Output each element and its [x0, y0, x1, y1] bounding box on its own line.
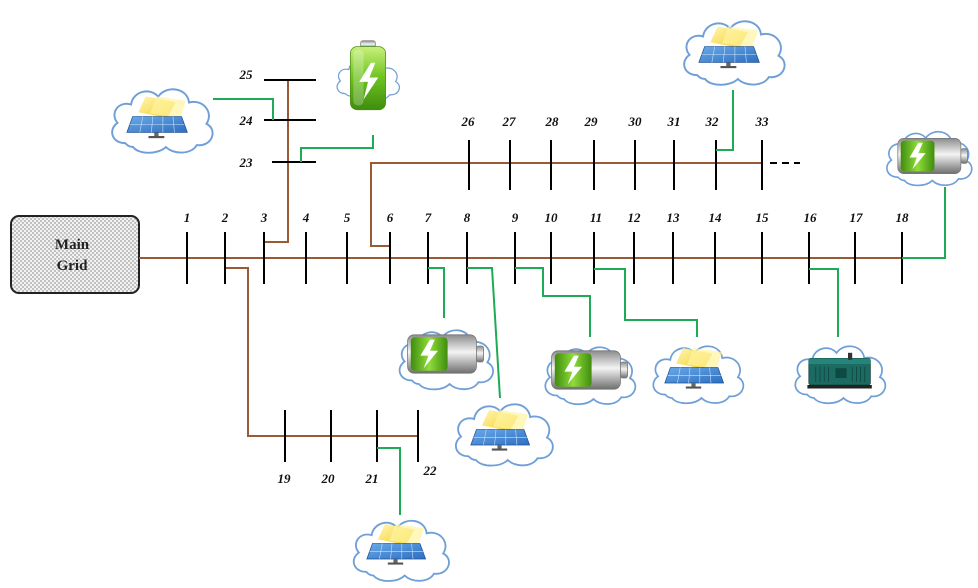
bus-label-7: 7 — [425, 210, 432, 225]
solar-unit-bus-32 — [683, 20, 786, 86]
battery-unit-bus-7 — [398, 329, 495, 391]
bus-label-3: 3 — [260, 210, 268, 225]
battery-unit-bus-9 — [544, 346, 637, 406]
bus-label-8: 8 — [464, 210, 471, 225]
bus-label-19: 19 — [278, 471, 292, 486]
bus-label-24: 24 — [239, 113, 254, 128]
bus-label-12: 12 — [628, 210, 642, 225]
bus-label-4: 4 — [302, 210, 310, 225]
bus-bars — [186, 79, 903, 462]
bus-label-9: 9 — [512, 210, 519, 225]
bus-label-27: 27 — [502, 114, 517, 129]
battery-icon — [897, 138, 968, 174]
battery-icon — [407, 334, 485, 374]
battery-icon — [551, 350, 629, 390]
feeder-lines — [139, 80, 902, 437]
bus-label-18: 18 — [896, 210, 910, 225]
battery-unit-bus-23 — [335, 40, 401, 111]
bus-label-28: 28 — [545, 114, 560, 129]
bus-label-17: 17 — [850, 210, 864, 225]
bus-label-11: 11 — [590, 210, 602, 225]
solar-unit-bus-11 — [652, 345, 745, 405]
bus-label-10: 10 — [545, 210, 559, 225]
bus-label-23: 23 — [239, 155, 254, 170]
main-grid: Main Grid — [10, 215, 140, 294]
solar-unit-bus-21 — [352, 519, 450, 582]
bus-label-33: 33 — [755, 114, 770, 129]
bus-label-22: 22 — [423, 463, 438, 478]
bus-label-31: 31 — [667, 114, 681, 129]
bus-label-1: 1 — [184, 210, 191, 225]
diesel-generator-icon — [807, 352, 873, 389]
bus-label-29: 29 — [584, 114, 599, 129]
bus-label-30: 30 — [628, 114, 643, 129]
bus-label-26: 26 — [461, 114, 476, 129]
battery-icon — [349, 40, 387, 111]
bus-label-32: 32 — [705, 114, 720, 129]
bus-label-21: 21 — [365, 471, 379, 486]
bus-label-16: 16 — [804, 210, 818, 225]
main-grid-label-line1: Main — [55, 237, 90, 253]
bus-label-5: 5 — [344, 210, 351, 225]
bus-label-25: 25 — [239, 67, 254, 82]
der-connection-lines — [213, 90, 946, 515]
solar-unit-bus-24 — [111, 88, 214, 154]
bus-label-13: 13 — [667, 210, 681, 225]
bus-label-14: 14 — [709, 210, 723, 225]
solar-unit-bus-8 — [454, 403, 554, 467]
bus-label-20: 20 — [321, 471, 336, 486]
generator-unit-bus-16 — [794, 345, 887, 405]
bus-label-15: 15 — [756, 210, 770, 225]
main-grid-label-line2: Grid — [57, 258, 88, 274]
bus-labels: 1 2 3 4 5 6 7 8 9 10 11 12 13 14 15 16 1… — [184, 67, 909, 486]
bus-label-2: 2 — [221, 210, 229, 225]
bus-label-6: 6 — [387, 210, 394, 225]
battery-unit-bus-18 — [885, 130, 973, 187]
